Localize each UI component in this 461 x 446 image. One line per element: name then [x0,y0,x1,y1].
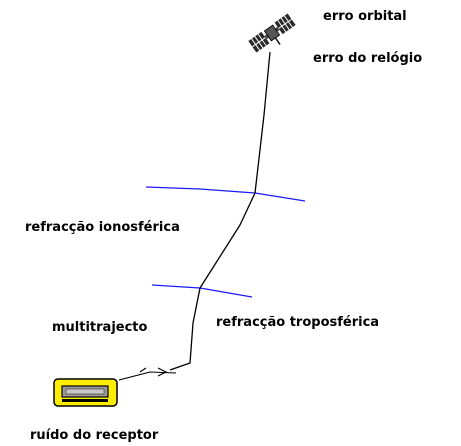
receiver-noise-label: ruído do receptor [30,428,159,443]
ionospheric-refraction-label: refracção ionosférica [25,220,180,235]
ionosphere-layer [145,186,306,202]
troposphere-layer [151,284,253,298]
signal-path [169,51,271,371]
tropospheric-refraction-label: refracção troposférica [216,315,380,330]
multipath-label: multitrajecto [52,320,148,335]
multipath-reflection [118,367,177,381]
satellite-icon [248,13,296,53]
clock-error-label: erro do relógio [313,51,423,66]
gps-receiver-icon [53,378,118,407]
orbital-error-label: erro orbital [323,9,407,24]
